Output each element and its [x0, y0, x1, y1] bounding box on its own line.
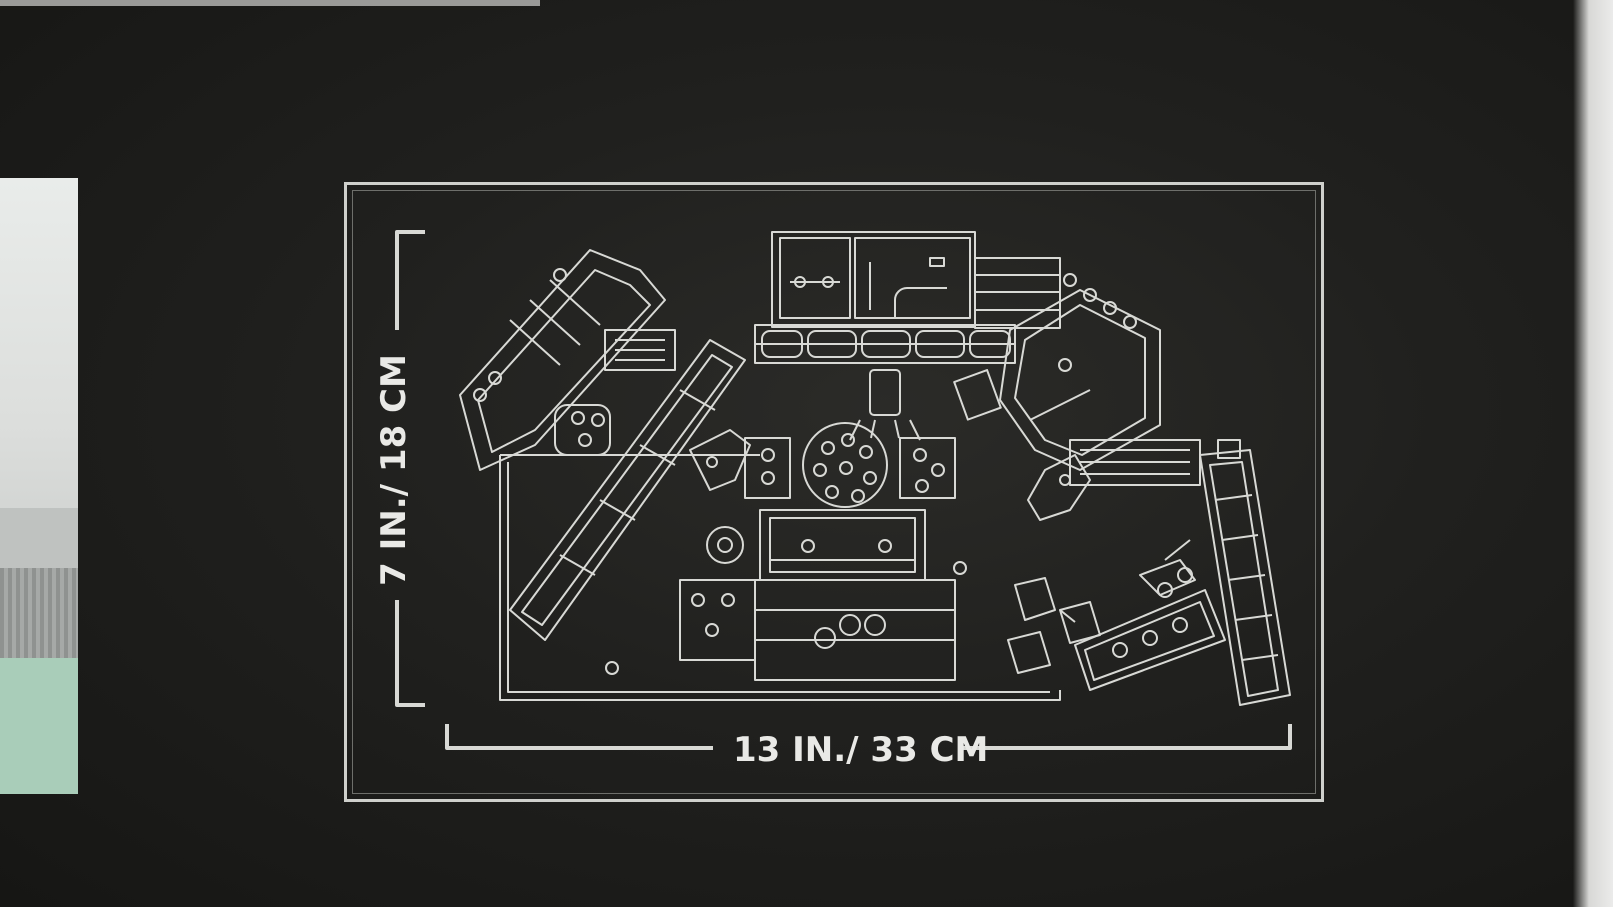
right-lower-arm — [1074, 539, 1226, 691]
top-rail — [754, 324, 1016, 364]
top-cabinet — [771, 231, 1061, 329]
right-arm-frame — [953, 273, 1201, 521]
dimension-frame-inner — [352, 190, 1316, 794]
photo-stripe — [0, 658, 78, 794]
adjacent-photo-panel — [0, 178, 78, 794]
width-dimension-bracket — [445, 724, 1292, 750]
box-right-edge — [1573, 0, 1613, 907]
loose-cubes — [1007, 577, 1101, 674]
central-hub — [689, 369, 956, 508]
base-plate — [499, 454, 1061, 701]
dimension-frame — [344, 182, 1324, 802]
left-arm-frame — [459, 249, 666, 471]
top-edge-strip — [0, 0, 540, 6]
height-dimension-bracket — [395, 230, 425, 707]
lower-console — [605, 509, 967, 681]
photo-stripe — [0, 508, 78, 568]
photo-stripe — [0, 568, 78, 658]
left-diagonal-beam — [509, 329, 746, 641]
width-dimension-label: 13 IN./ 33 CM — [733, 730, 989, 770]
right-pillar — [1199, 439, 1291, 706]
height-dimension-label: 7 IN./ 18 CM — [374, 354, 414, 586]
